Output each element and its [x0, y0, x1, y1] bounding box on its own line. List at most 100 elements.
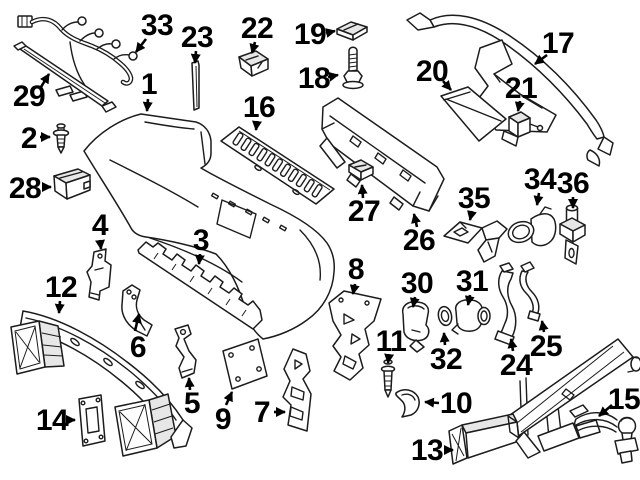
callout-33[interactable]: 33 [141, 9, 174, 42]
part-30-sensor-housing [401, 301, 430, 353]
callout-5-arrow [184, 377, 195, 391]
part-31-sensor-housing [451, 299, 491, 335]
callout-13[interactable]: 13 [411, 434, 444, 467]
callout-4-arrow [95, 239, 105, 250]
part-16-step-pad [220, 126, 335, 205]
callout-27[interactable]: 27 [348, 195, 381, 228]
callout-35[interactable]: 35 [458, 182, 491, 215]
callout-8[interactable]: 8 [348, 253, 365, 286]
callout-26-arrow [411, 213, 421, 228]
callout-30[interactable]: 30 [401, 267, 434, 300]
part-12-impact-bar [10, 310, 193, 457]
callout-26[interactable]: 26 [403, 224, 436, 257]
part-10-clip [395, 389, 420, 418]
callout-33-arrow [134, 38, 148, 53]
part-23-strip [191, 60, 200, 111]
callout-34-arrow [533, 192, 544, 206]
callout-19-arrow [325, 28, 336, 38]
callout-31[interactable]: 31 [456, 265, 489, 298]
callout-6-arrow [132, 313, 142, 332]
callout-17[interactable]: 17 [542, 27, 575, 60]
part-15-ball-mount [569, 404, 639, 464]
callout-15[interactable]: 15 [608, 383, 640, 416]
callout-19[interactable]: 19 [294, 18, 327, 51]
callout-29[interactable]: 29 [13, 80, 46, 113]
part-19-clip [336, 21, 368, 41]
callout-10[interactable]: 10 [440, 387, 473, 420]
callout-6[interactable]: 6 [130, 331, 147, 364]
callout-23[interactable]: 23 [181, 21, 214, 54]
callout-27-arrow [357, 184, 368, 199]
callout-32[interactable]: 32 [430, 343, 463, 376]
callout-18[interactable]: 18 [298, 62, 331, 95]
callout-36[interactable]: 36 [557, 167, 590, 200]
part-2-rivet [52, 123, 70, 154]
part-3-absorber [137, 241, 263, 330]
part-29-trim-strip [13, 41, 117, 113]
callout-9[interactable]: 9 [215, 403, 232, 436]
callout-23-arrow [190, 50, 201, 64]
callout-28[interactable]: 28 [9, 172, 42, 205]
callout-35-arrow [467, 210, 477, 221]
callout-1[interactable]: 1 [141, 68, 158, 101]
part-18-bolt [342, 46, 364, 90]
callout-1-arrow [142, 98, 153, 112]
callout-24[interactable]: 24 [500, 349, 534, 382]
part-22-bracket [238, 50, 269, 77]
callout-17-arrow [534, 53, 548, 66]
callout-31-arrow [464, 294, 475, 306]
callout-3-arrow [194, 253, 205, 265]
callout-2[interactable]: 2 [21, 122, 38, 155]
part-21-clip [501, 111, 544, 147]
callout-arrows [39, 28, 613, 455]
callout-18-arrow [327, 71, 339, 82]
part-32-grommet [437, 305, 453, 327]
part-5-bracket [174, 324, 197, 379]
part-25-bracket [519, 261, 541, 322]
part-8-mount-panel [328, 290, 382, 381]
part-35-bracket [443, 220, 508, 263]
callout-32-arrow [439, 332, 450, 346]
part-14-plate [78, 394, 106, 447]
callout-29-arrow [39, 73, 51, 88]
callout-24-arrow [507, 338, 518, 352]
callout-4[interactable]: 4 [92, 209, 110, 242]
callout-12-arrow [54, 300, 65, 314]
callout-labels: 1 2 3 4 5 6 7 8 9 10 11 12 13 14 15 16 1… [9, 9, 640, 467]
part-20-panel [440, 86, 507, 142]
callout-20[interactable]: 20 [416, 55, 449, 88]
callout-10-arrow [424, 397, 440, 408]
callout-8-arrow [349, 283, 360, 295]
callout-34[interactable]: 34 [524, 163, 558, 196]
callout-20-arrow [441, 79, 452, 91]
part-1-bumper-cover [83, 113, 335, 340]
callout-21[interactable]: 21 [505, 72, 538, 105]
part-6-bracket [121, 284, 153, 337]
callout-12[interactable]: 12 [45, 271, 78, 304]
part-26-reinforcement [319, 97, 445, 212]
part-33-sensor-harness [17, 15, 138, 102]
part-34-parking-sensor [507, 206, 557, 247]
callout-9-arrow [223, 391, 234, 406]
callout-5[interactable]: 5 [184, 387, 201, 420]
callout-11[interactable]: 11 [376, 325, 407, 358]
callout-22-arrow [249, 41, 260, 54]
part-13-trailer-hitch [448, 338, 640, 465]
callout-30-arrow [409, 296, 420, 308]
callout-7[interactable]: 7 [254, 396, 271, 429]
callout-15-arrow [598, 404, 613, 417]
part-27-clip [348, 159, 374, 181]
callout-25[interactable]: 25 [530, 330, 563, 363]
callout-21-arrow [514, 100, 525, 112]
callout-3[interactable]: 3 [193, 224, 210, 257]
callout-16[interactable]: 16 [243, 91, 276, 124]
callout-16-arrow [252, 120, 262, 131]
callout-14[interactable]: 14 [36, 404, 70, 437]
part-9-plate [222, 338, 268, 390]
callout-22[interactable]: 22 [241, 12, 274, 45]
callout-25-arrow [538, 320, 549, 333]
part-7-mount-panel [282, 348, 312, 432]
callout-11-arrow [384, 353, 395, 364]
